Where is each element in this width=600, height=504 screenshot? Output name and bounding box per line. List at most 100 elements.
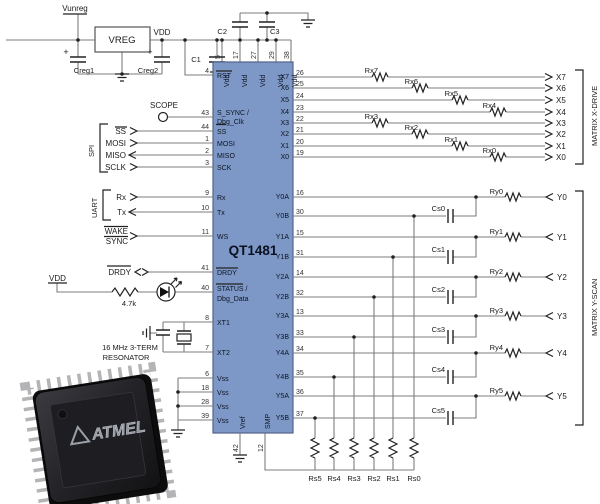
pin-number: 18 [201, 385, 209, 392]
pin-number: 33 [296, 330, 304, 337]
pin-label: X2 [280, 131, 289, 138]
pin-label: Y1B [276, 254, 290, 261]
resistor-label: Rx4 [483, 101, 496, 110]
resonator-symbol [142, 325, 192, 345]
left-pin-numbers: 4 43 44 1 2 3 9 10 11 41 40 8 7 6 18 28 … [201, 68, 209, 420]
y-scan-wires [239, 196, 546, 471]
wake-signal-label: WAKE [105, 227, 128, 236]
resonator-label-line2: RESONATOR [103, 353, 150, 362]
signal-arrows [127, 126, 150, 277]
junction-dots [176, 390, 180, 408]
pin-label: X3 [280, 120, 289, 127]
pin-number: 10 [201, 205, 209, 212]
pin-label: Y4A [276, 350, 290, 357]
x-pin-numbers: 26 25 24 23 22 21 20 19 [296, 70, 304, 157]
capacitor-label: Cs1 [432, 245, 445, 254]
chip-package-photo: ATMEL [19, 361, 177, 504]
resistor-label: Rx3 [365, 112, 378, 121]
resistor-label: Rx6 [405, 77, 418, 86]
x-terminal-arrows [544, 72, 554, 162]
y-scan-section: 16 30 15 31 14 32 13 33 34 35 36 37 Y0A … [232, 187, 599, 483]
pin-label: SS [217, 129, 227, 136]
pin-label: Y0A [276, 194, 290, 201]
capacitor-label: Cs3 [432, 325, 445, 334]
y-scan-resistor-symbols [504, 191, 522, 402]
pin-label: Rx [217, 195, 226, 202]
led-resistor-value: 4.7k [122, 299, 136, 308]
package-top-face [49, 391, 147, 489]
left-io-section: SCOPE SPI UART SS MOSI MISO SCLK Rx Tx W… [48, 68, 249, 438]
resistor-label: Rs0 [407, 474, 420, 483]
pin-number: 20 [296, 139, 304, 146]
pin-number: 9 [205, 190, 209, 197]
pin-number: 28 [201, 399, 209, 406]
pin-label: Y3A [276, 313, 290, 320]
resistor-label: Rs1 [386, 474, 399, 483]
terminal-label: X4 [556, 108, 566, 117]
pin-number: 13 [296, 309, 304, 316]
pin-label: Vdd [224, 74, 231, 87]
vunreg-label: Vunreg [62, 4, 88, 13]
resistor-label: Rx2 [405, 123, 418, 132]
terminal-label: X7 [556, 73, 566, 82]
pin-label: STATUS / [217, 286, 248, 293]
scope-probe-terminal [157, 111, 169, 123]
pin-label: Vdd [292, 74, 299, 87]
resistor-label: Rs5 [308, 474, 321, 483]
terminal-label: X2 [556, 130, 566, 139]
y-pin-labels: Y0A Y0B Y1A Y1B Y2A Y2B Y3A Y3B Y4A Y4B … [276, 194, 290, 422]
sample-resistor-labels: Rs5 Rs4 Rs3 Rs2 Rs1 Rs0 [308, 474, 420, 483]
x-drive-section: 26 25 24 23 22 21 20 19 X7 X6 X5 X4 X3 X… [280, 66, 599, 165]
pin-number: 1 [205, 136, 209, 143]
chip-name: QT1481 [229, 243, 278, 258]
pin-label: XT1 [217, 320, 230, 327]
x-drive-resistor-symbols [371, 71, 507, 163]
pin-label: Tx [217, 210, 225, 217]
terminal-label: X3 [556, 119, 566, 128]
pin-label: S_SYNC / [217, 110, 249, 117]
capacitor-label: Cs5 [432, 406, 445, 415]
pin-number: 37 [296, 411, 304, 418]
c2-label: C2 [217, 27, 227, 36]
terminal-label: X6 [556, 84, 566, 93]
resistor-label: Ry1 [490, 227, 503, 236]
pin-number: 21 [296, 127, 304, 134]
resistor-label: Rs4 [327, 474, 340, 483]
chip-top-pins: 5 17 27 29 38 Vdd Vdd Vdd Vdd Vdd [215, 51, 299, 87]
resistor-label: Ry4 [490, 343, 503, 352]
pin-number: 25 [296, 81, 304, 88]
pin-number: 5 [215, 55, 222, 59]
pin-label: Dbg_Clk [217, 119, 244, 126]
pin-label: MOSI [217, 141, 235, 148]
x-drive-bracket [575, 69, 584, 165]
creg2-plus: + [147, 47, 152, 57]
y-terminal-labels: Y0 Y1 Y2 Y3 Y4 Y5 [557, 193, 567, 401]
led-vdd-label: VDD [49, 274, 66, 283]
y-scan-bracket-label: MATRIX Y-SCAN [590, 279, 599, 336]
pin-label: Y5B [276, 415, 290, 422]
pin-label: X0 [280, 154, 289, 161]
vreg-box [94, 26, 151, 53]
pin-label: DRDY [217, 270, 237, 277]
pin-label: Y5A [276, 393, 290, 400]
pin-label: Vdd [242, 74, 249, 87]
overlines [48, 70, 243, 285]
terminal-label: X1 [556, 142, 566, 151]
y-resistor-labels: Ry0 Ry1 Ry2 Ry3 Ry4 Ry5 [490, 187, 503, 395]
power-section: VREG Vunreg VDD + + Creg1 Creg2 C1 C2 C3 [6, 4, 316, 82]
sample-capacitor-labels: Cs0 Cs1 Cs2 Cs3 Cs4 Cs5 [432, 204, 445, 415]
pin-label: Vss [217, 390, 229, 397]
resistor-label: Ry5 [490, 386, 503, 395]
x-drive-bracket-label: MATRIX X-DRIVE [590, 86, 599, 146]
pin-number: 41 [201, 265, 209, 272]
pin-label: Vdd [278, 74, 285, 87]
y-pin-numbers: 16 30 15 31 14 32 13 33 34 35 36 37 [296, 190, 304, 418]
pin-label: MISO [217, 153, 235, 160]
pin-number: 19 [296, 150, 304, 157]
resistor-label: Rs3 [347, 474, 360, 483]
creg1-plus: + [63, 47, 68, 57]
pin-number: 36 [296, 389, 304, 396]
pin-number: 35 [296, 370, 304, 377]
